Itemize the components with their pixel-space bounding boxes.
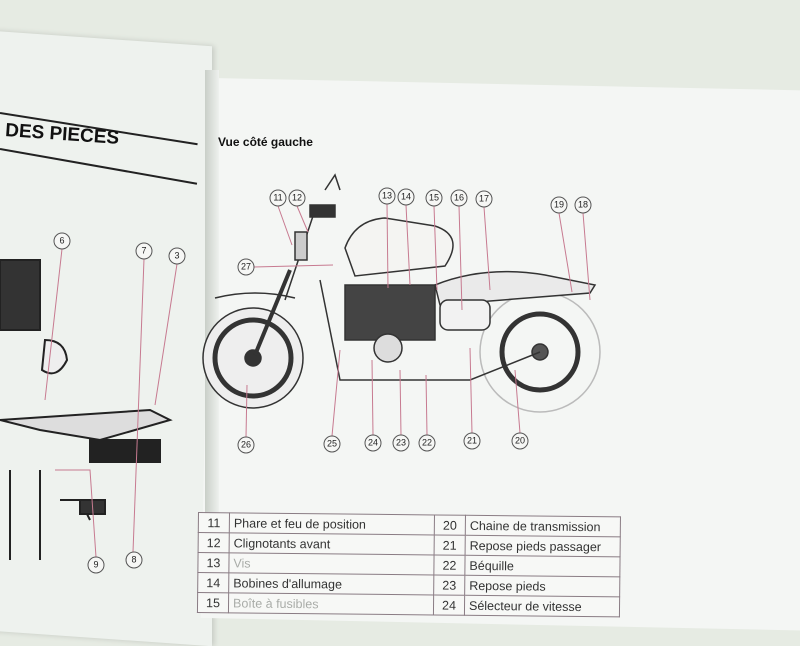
table-row: 15 Boîte à fusibles 24 Sélecteur de vite… <box>197 592 620 617</box>
callout-9: 9 <box>87 556 105 574</box>
part-number: 13 <box>197 552 230 573</box>
part-name: Sélecteur de vitesse <box>464 595 620 617</box>
right-leader-lines <box>245 203 591 438</box>
handlebar-illustration <box>0 259 173 560</box>
part-name: Repose pieds <box>464 575 620 597</box>
callout-26: 26 <box>237 436 255 454</box>
part-number: 11 <box>198 512 230 533</box>
callout-6: 6 <box>53 232 71 250</box>
callout-27: 27 <box>237 258 255 276</box>
part-name: Repose pieds passager <box>465 535 621 557</box>
part-number: 15 <box>197 592 229 613</box>
part-name: Vis <box>228 552 435 575</box>
part-name: Bobines d'allumage <box>228 572 434 595</box>
callout-15: 15 <box>425 189 443 207</box>
part-name: Boîte à fusibles <box>228 592 434 615</box>
part-name: Béquille <box>464 555 621 577</box>
view-subtitle: Vue côté gauche <box>218 135 313 149</box>
part-name: Phare et feu de position <box>229 512 435 535</box>
callout-19: 19 <box>550 196 568 214</box>
left-leader-lines <box>44 248 178 558</box>
part-number: 20 <box>434 514 466 536</box>
callout-8: 8 <box>125 551 143 569</box>
callout-7: 7 <box>135 242 153 260</box>
part-name: Chaine de transmission <box>465 515 621 537</box>
motorcycle-drawing <box>202 173 601 413</box>
part-number: 22 <box>433 554 466 576</box>
callout-24: 24 <box>364 434 382 452</box>
callout-12: 12 <box>288 189 306 207</box>
callout-21: 21 <box>463 432 481 450</box>
callout-23: 23 <box>392 434 410 452</box>
callout-22: 22 <box>418 434 436 452</box>
parts-table: 11 Phare et feu de position 20 Chaine de… <box>197 512 621 617</box>
callout-11: 11 <box>269 189 287 207</box>
callout-17: 17 <box>475 190 493 208</box>
part-number: 24 <box>433 594 465 616</box>
part-number: 21 <box>434 534 466 556</box>
part-number: 23 <box>433 574 465 596</box>
callout-14: 14 <box>397 188 415 206</box>
callout-18: 18 <box>574 196 592 214</box>
callout-13: 13 <box>378 187 396 205</box>
part-number: 12 <box>198 532 230 553</box>
callout-20: 20 <box>511 432 529 450</box>
part-name: Clignotants avant <box>229 532 435 555</box>
motorcycle-diagram <box>0 173 601 560</box>
part-number: 14 <box>197 572 229 593</box>
callout-25: 25 <box>323 435 341 453</box>
callout-3: 3 <box>168 247 186 265</box>
callout-16: 16 <box>450 189 468 207</box>
